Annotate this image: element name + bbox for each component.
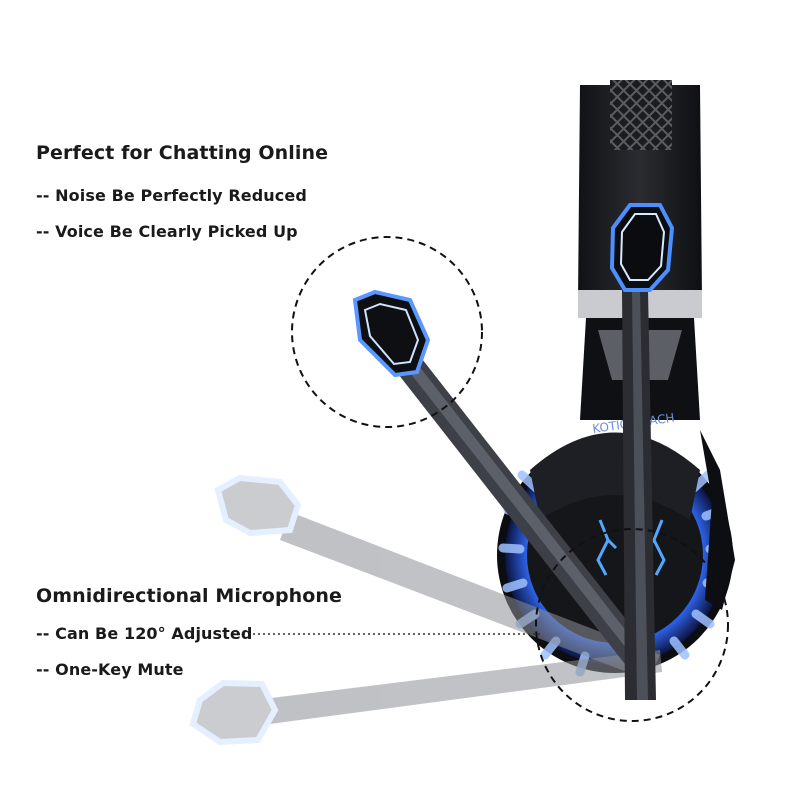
mic-boom-main bbox=[352, 289, 650, 668]
microphone-bullet-adjust: -- Can Be 120° Adjusted bbox=[36, 624, 253, 643]
mic-highlight-circle bbox=[291, 236, 483, 428]
chatting-bullet-noise: -- Noise Be Perfectly Reduced bbox=[36, 186, 307, 205]
mic-boom-middle bbox=[214, 474, 660, 680]
microphone-bullet-mute: -- One-Key Mute bbox=[36, 660, 184, 679]
chatting-heading: Perfect for Chatting Online bbox=[36, 142, 329, 164]
mic-boom-vertical bbox=[609, 203, 675, 700]
earcup: KOTION EACH bbox=[497, 411, 733, 677]
pivot-highlight-circle bbox=[535, 528, 729, 722]
mic-boom-lower bbox=[189, 650, 662, 746]
chatting-bullet-voice: -- Voice Be Clearly Picked Up bbox=[36, 222, 298, 241]
microphone-heading: Omnidirectional Microphone bbox=[36, 585, 343, 607]
